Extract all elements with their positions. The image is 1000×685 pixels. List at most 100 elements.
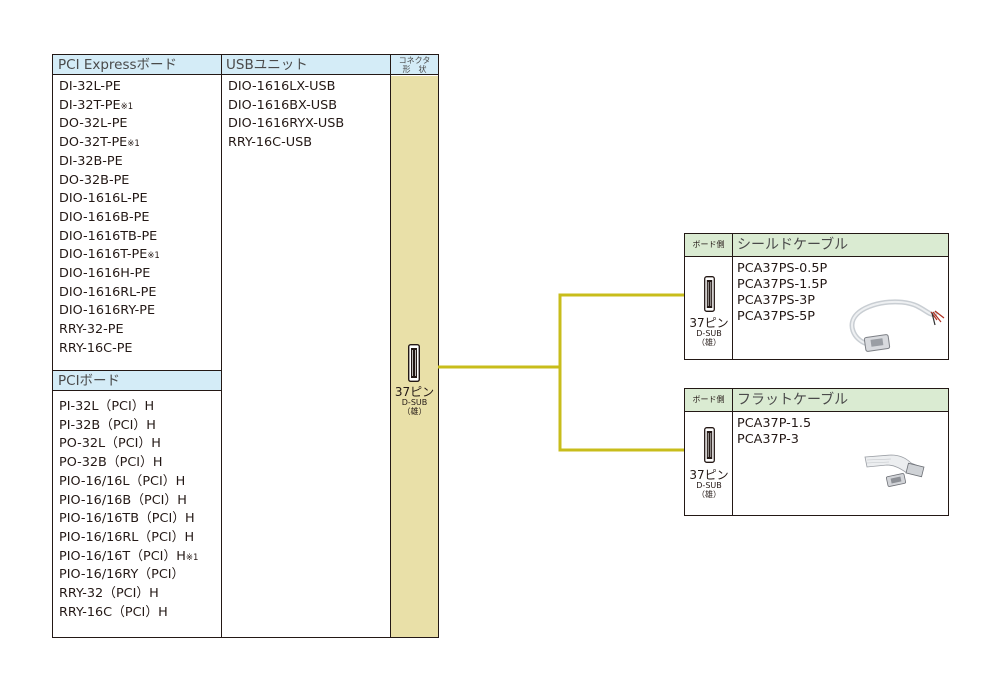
model-list-item: DIO-1616RY-PE — [59, 302, 221, 321]
model-list-item: DIO-1616RL-PE — [59, 284, 221, 303]
connector-side-cell — [685, 257, 733, 359]
model-name: PO-32B（PCI）H — [59, 455, 163, 471]
model-list-item: DO-32L-PE — [59, 115, 221, 134]
connector-type-label: D-SUB — [696, 329, 722, 338]
model-name: PIO-16/16RY（PCI） — [59, 567, 185, 583]
usb-unit-header: USBユニット — [221, 55, 391, 75]
model-list-item: RRY-32（PCI）H — [59, 585, 221, 604]
cable-model-item: PCA37PS-1.5P — [737, 277, 828, 292]
connector-type-label: D-SUB — [401, 398, 428, 407]
model-list-item: DIO-1616H-PE — [59, 265, 221, 284]
model-name: DI-32T-PE — [59, 97, 121, 113]
connection-lines — [438, 293, 684, 452]
cable-model-item: PCA37P-1.5 — [737, 416, 812, 431]
model-list-item: DI-32B-PE — [59, 153, 221, 172]
connector-pins-label: 37ピン — [394, 385, 435, 399]
model-name: PIO-16/16B（PCI）H — [59, 492, 187, 508]
connector-type-label: D-SUB — [696, 481, 722, 490]
model-list-item: DIO-1616T-PE※1 — [59, 246, 221, 265]
usb-unit-item: RRY-16C-USB — [228, 135, 312, 151]
model-list-item: PI-32L（PCI）H — [59, 398, 221, 417]
pcie-board-header: PCI Expressボード — [53, 55, 221, 75]
model-list-item: DI-32T-PE※1 — [59, 97, 221, 116]
model-list-item: PIO-16/16T（PCI）H※1 — [59, 548, 221, 567]
main-connector-label: 37ピン D-SUB （雄） — [391, 385, 438, 416]
model-list-item: PIO-16/16RY（PCI） — [59, 566, 221, 585]
model-name: DO-32L-PE — [59, 116, 128, 132]
model-list-item: RRY-32-PE — [59, 321, 221, 340]
connector-gender-label: （雄） — [697, 338, 721, 347]
model-list-item: PO-32B（PCI）H — [59, 454, 221, 473]
model-name: DIO-1616RY-PE — [59, 303, 156, 319]
model-list-item: PIO-16/16TB（PCI）H — [59, 510, 221, 529]
model-list-item: DIO-1616B-PE — [59, 209, 221, 228]
connector-header-line1: コネクタ — [398, 56, 431, 65]
dsub-connector-icon — [704, 276, 715, 312]
footnote-marker: ※1 — [120, 101, 134, 112]
pci-board-header: PCIボード — [53, 370, 221, 391]
model-name: RRY-16C-PE — [59, 340, 133, 356]
connector-gender-label: （雄） — [402, 407, 427, 416]
model-name: PIO-16/16T（PCI）H — [59, 548, 186, 564]
cable-connector-label: 37ピン D-SUB （雄） — [685, 316, 733, 347]
model-name: PIO-16/16TB（PCI）H — [59, 511, 195, 527]
connector-pins-label: 37ピン — [689, 316, 729, 330]
usb-unit-item: DIO-1616LX-USB — [228, 79, 336, 94]
dsub-connector-icon — [704, 427, 715, 463]
shielded-cable-image — [849, 299, 945, 352]
connector-side-cell — [685, 412, 733, 515]
board-side-label: ボード側 — [685, 234, 733, 257]
usb-unit-item: DIO-1616RYX-USB — [228, 116, 345, 132]
shielded-cable-title: シールドケーブル — [737, 237, 849, 253]
footnote-marker: ※1 — [147, 251, 160, 262]
model-name: RRY-32（PCI）H — [59, 586, 159, 602]
cable-connector-label: 37ピン D-SUB （雄） — [685, 468, 733, 499]
usb-unit-list: DIO-1616LX-USB DIO-1616BX-USB DIO-1616RYX-… — [222, 78, 390, 153]
connector-gender-label: （雄） — [697, 490, 721, 499]
footnote-marker: ※1 — [185, 552, 199, 563]
model-name: PO-32L（PCI）H — [59, 436, 161, 452]
model-name: PIO-16/16L（PCI）H — [59, 473, 186, 489]
shielded-cable-header — [685, 234, 948, 257]
cable-model-item: PCA37PS-0.5P — [737, 261, 828, 276]
column-divider — [390, 55, 391, 637]
model-name: DIO-1616T-PE — [59, 247, 148, 263]
model-name: PI-32L（PCI）H — [59, 399, 155, 414]
model-list-item: DO-32T-PE※1 — [59, 134, 221, 153]
model-list-item: PO-32L（PCI）H — [59, 435, 221, 454]
model-name: DIO-1616RL-PE — [59, 284, 157, 300]
model-name: DO-32B-PE — [59, 172, 130, 188]
flat-cable-header — [685, 389, 948, 412]
model-name: DIO-1616L-PE — [59, 191, 148, 207]
model-name: DO-32T-PE — [59, 135, 128, 151]
model-list-item: DIO-1616L-PE — [59, 190, 221, 209]
model-name: DI-32B-PE — [59, 153, 123, 169]
model-name: RRY-16C（PCI）H — [59, 604, 168, 620]
model-list-item: PI-32B（PCI）H — [59, 417, 221, 436]
usb-unit-item: DIO-1616BX-USB — [228, 97, 338, 113]
connector-pins-label: 37ピン — [689, 468, 729, 482]
main-compatibility-table — [52, 54, 439, 638]
model-name: PIO-16/16RL（PCI）H — [59, 529, 195, 545]
cable-model-item: PCA37PS-3P — [737, 293, 816, 308]
flat-cable-title: フラットケーブル — [737, 392, 849, 408]
cable-model-item: PCA37PS-5P — [737, 309, 816, 324]
board-side-label: ボード側 — [685, 389, 733, 412]
model-name: RRY-32-PE — [59, 322, 124, 338]
model-list-item: RRY-16C（PCI）H — [59, 604, 221, 623]
model-list-item: DO-32B-PE — [59, 172, 221, 191]
connector-header-line2: 形 状 — [402, 65, 427, 74]
model-name: DIO-1616H-PE — [59, 266, 151, 282]
model-list-item: DI-32L-PE — [59, 78, 221, 97]
model-name: DI-32L-PE — [59, 79, 121, 94]
cable-model-item: PCA37P-3 — [737, 432, 799, 447]
model-list-item: PIO-16/16L（PCI）H — [59, 473, 221, 492]
model-name: DIO-1616B-PE — [59, 209, 150, 225]
column-divider — [221, 55, 222, 637]
connector-shape-header: コネクタ 形 状 — [391, 55, 438, 75]
model-list-item: DIO-1616TB-PE — [59, 228, 221, 247]
